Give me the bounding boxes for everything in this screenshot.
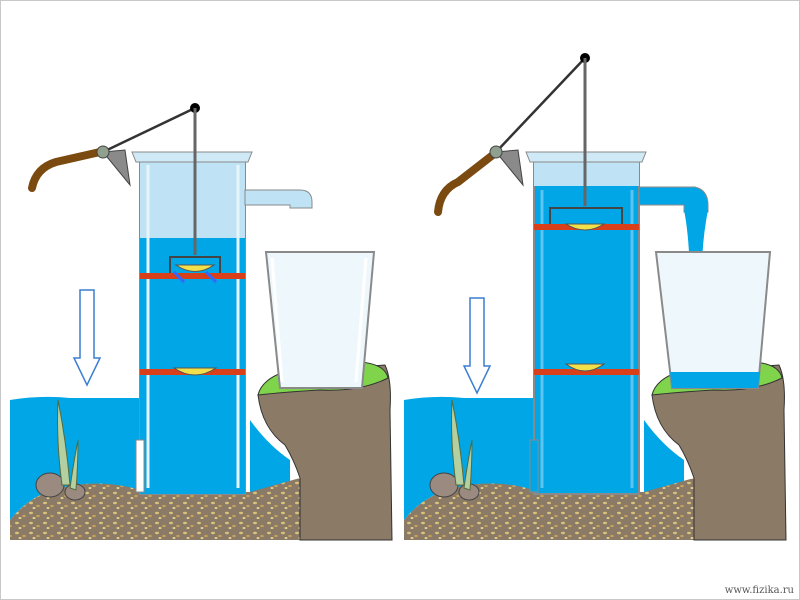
spout — [244, 189, 313, 209]
down-arrow — [462, 297, 492, 395]
upper-piston — [140, 273, 245, 279]
lever-handle — [28, 148, 104, 192]
rock — [35, 472, 65, 498]
lower-valve — [564, 363, 606, 372]
cylinder-water — [140, 238, 245, 494]
beaker-water — [670, 372, 760, 388]
water-weed — [57, 399, 71, 486]
panel-left — [10, 103, 393, 541]
lever-arm — [102, 106, 196, 154]
rock — [429, 472, 459, 498]
credit-text: www.fizika.ru — [724, 585, 794, 596]
water-weed — [451, 399, 465, 486]
down-arrow — [72, 289, 102, 387]
beaker — [264, 251, 376, 389]
lower-valve — [172, 367, 218, 376]
spout — [638, 186, 709, 213]
lever-handle — [434, 150, 498, 216]
lower-valve-seat — [534, 369, 639, 375]
beaker — [654, 251, 772, 389]
upper-valve — [564, 223, 606, 231]
upper-valve — [174, 264, 216, 272]
panel-right — [404, 53, 787, 541]
lever-arm — [495, 57, 586, 153]
